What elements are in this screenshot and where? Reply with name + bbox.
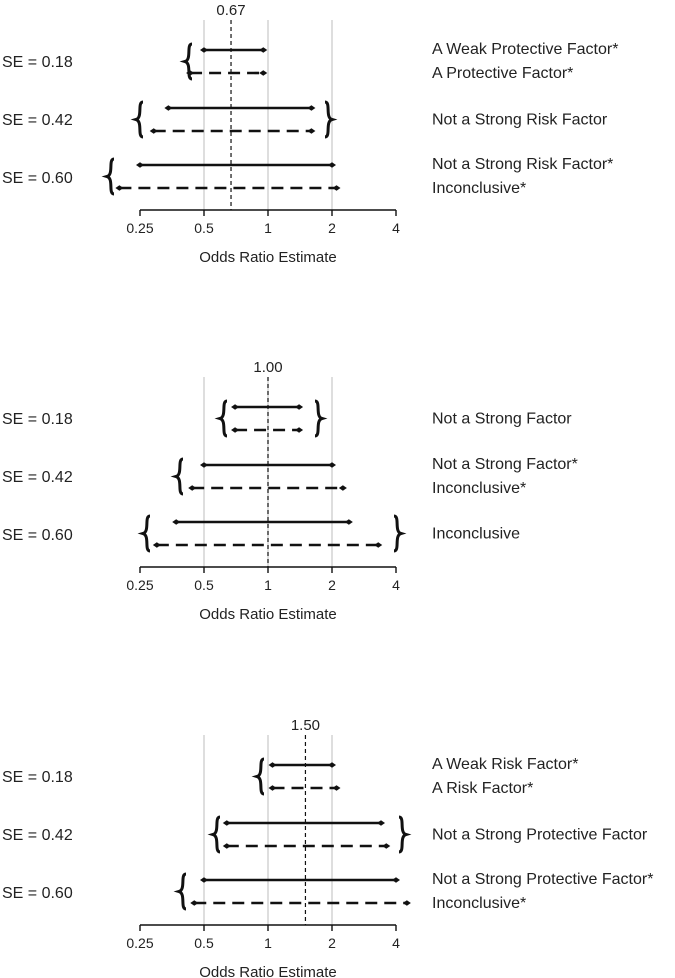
interpretation-label: A Weak Risk Factor* [432,756,578,773]
right-brace [324,100,338,139]
x-tick-label: 1 [264,220,272,236]
x-tick-label: 0.5 [194,577,214,593]
se-label: SE = 0.42 [2,827,73,844]
interpretation-label: A Weak Protective Factor* [432,41,618,58]
interpretation-label: Not a Strong Factor* [432,456,578,473]
interval-end-marker [376,820,385,826]
interval-end-marker [222,820,231,826]
left-brace [179,42,193,81]
interval-end-marker [402,900,411,906]
interval-end-marker [152,542,161,548]
interval-end-marker [307,105,316,111]
x-tick-label: 0.25 [126,577,153,593]
x-tick-label: 2 [328,935,336,951]
interpretation-label: Not a Strong Protective Factor* [432,871,653,888]
estimate-label: 1.50 [291,717,320,734]
x-axis-label: Odds Ratio Estimate [199,964,337,978]
interpretation-label: Not a Strong Factor [432,411,572,428]
x-tick-label: 0.25 [126,935,153,951]
interpretation-label: A Protective Factor* [432,65,573,82]
interpretation-label: Not a Strong Risk Factor* [432,156,613,173]
interval-end-marker [328,162,336,168]
left-brace [173,872,187,911]
right-brace [398,815,412,854]
left-brace [251,757,265,796]
interval-end-marker [231,404,240,410]
interval-end-marker [382,843,391,849]
interval-end-marker [268,762,277,768]
interval-end-marker [392,877,400,883]
se-label: SE = 0.60 [2,885,73,902]
x-tick-label: 1 [264,577,272,593]
x-tick-label: 0.5 [194,935,214,951]
left-brace [137,514,151,553]
interval-end-marker [136,162,144,168]
right-brace [393,514,407,553]
x-tick-label: 4 [392,935,400,951]
interpretation-label: A Risk Factor* [432,780,533,797]
se-label: SE = 0.18 [2,54,73,71]
interpretation-label: Inconclusive [432,526,520,543]
interpretation-label: Inconclusive* [432,480,526,497]
interval-end-marker [259,70,268,76]
left-brace [170,457,184,496]
left-brace [101,157,115,196]
interval-end-marker [332,185,341,191]
x-tick-label: 1 [264,935,272,951]
estimate-label: 0.67 [216,2,245,19]
interval-end-marker [200,462,208,468]
interval-end-marker [115,185,124,191]
se-label: SE = 0.42 [2,112,73,129]
interval-end-marker [190,900,199,906]
left-brace [214,399,228,438]
interval-end-marker [164,105,173,111]
interpretation-label: Not a Strong Protective Factor [432,827,648,844]
interval-end-marker [149,128,158,134]
interval-end-marker [307,128,316,134]
interval-end-marker [328,762,336,768]
interval-end-marker [188,485,197,491]
interval-end-marker [328,462,336,468]
x-axis-label: Odds Ratio Estimate [199,606,337,623]
interval-end-marker [332,785,341,791]
interval-end-marker [259,47,268,53]
x-axis-label: Odds Ratio Estimate [199,249,337,266]
interval-end-marker [344,519,353,525]
se-label: SE = 0.60 [2,170,73,187]
interpretation-label: Inconclusive* [432,895,526,912]
interpretation-label: Inconclusive* [432,180,526,197]
interval-end-marker [172,519,181,525]
x-tick-label: 0.25 [126,220,153,236]
interval-end-marker [200,877,208,883]
estimate-label: 1.00 [253,359,282,376]
left-brace [207,815,221,854]
interval-end-marker [338,485,347,491]
se-label: SE = 0.60 [2,527,73,544]
se-label: SE = 0.42 [2,469,73,486]
x-tick-label: 4 [392,220,400,236]
left-brace [130,100,144,139]
interval-end-marker [200,47,208,53]
interval-end-marker [295,427,304,433]
interval-end-marker [374,542,383,548]
x-tick-label: 2 [328,577,336,593]
interval-end-marker [222,843,231,849]
se-label: SE = 0.18 [2,769,73,786]
interval-end-marker [231,427,240,433]
x-tick-label: 0.5 [194,220,214,236]
interval-end-marker [268,785,277,791]
right-brace [314,399,328,438]
x-tick-label: 2 [328,220,336,236]
se-label: SE = 0.18 [2,411,73,428]
interval-end-marker [295,404,304,410]
interpretation-label: Not a Strong Risk Factor [432,112,608,129]
x-tick-label: 4 [392,577,400,593]
